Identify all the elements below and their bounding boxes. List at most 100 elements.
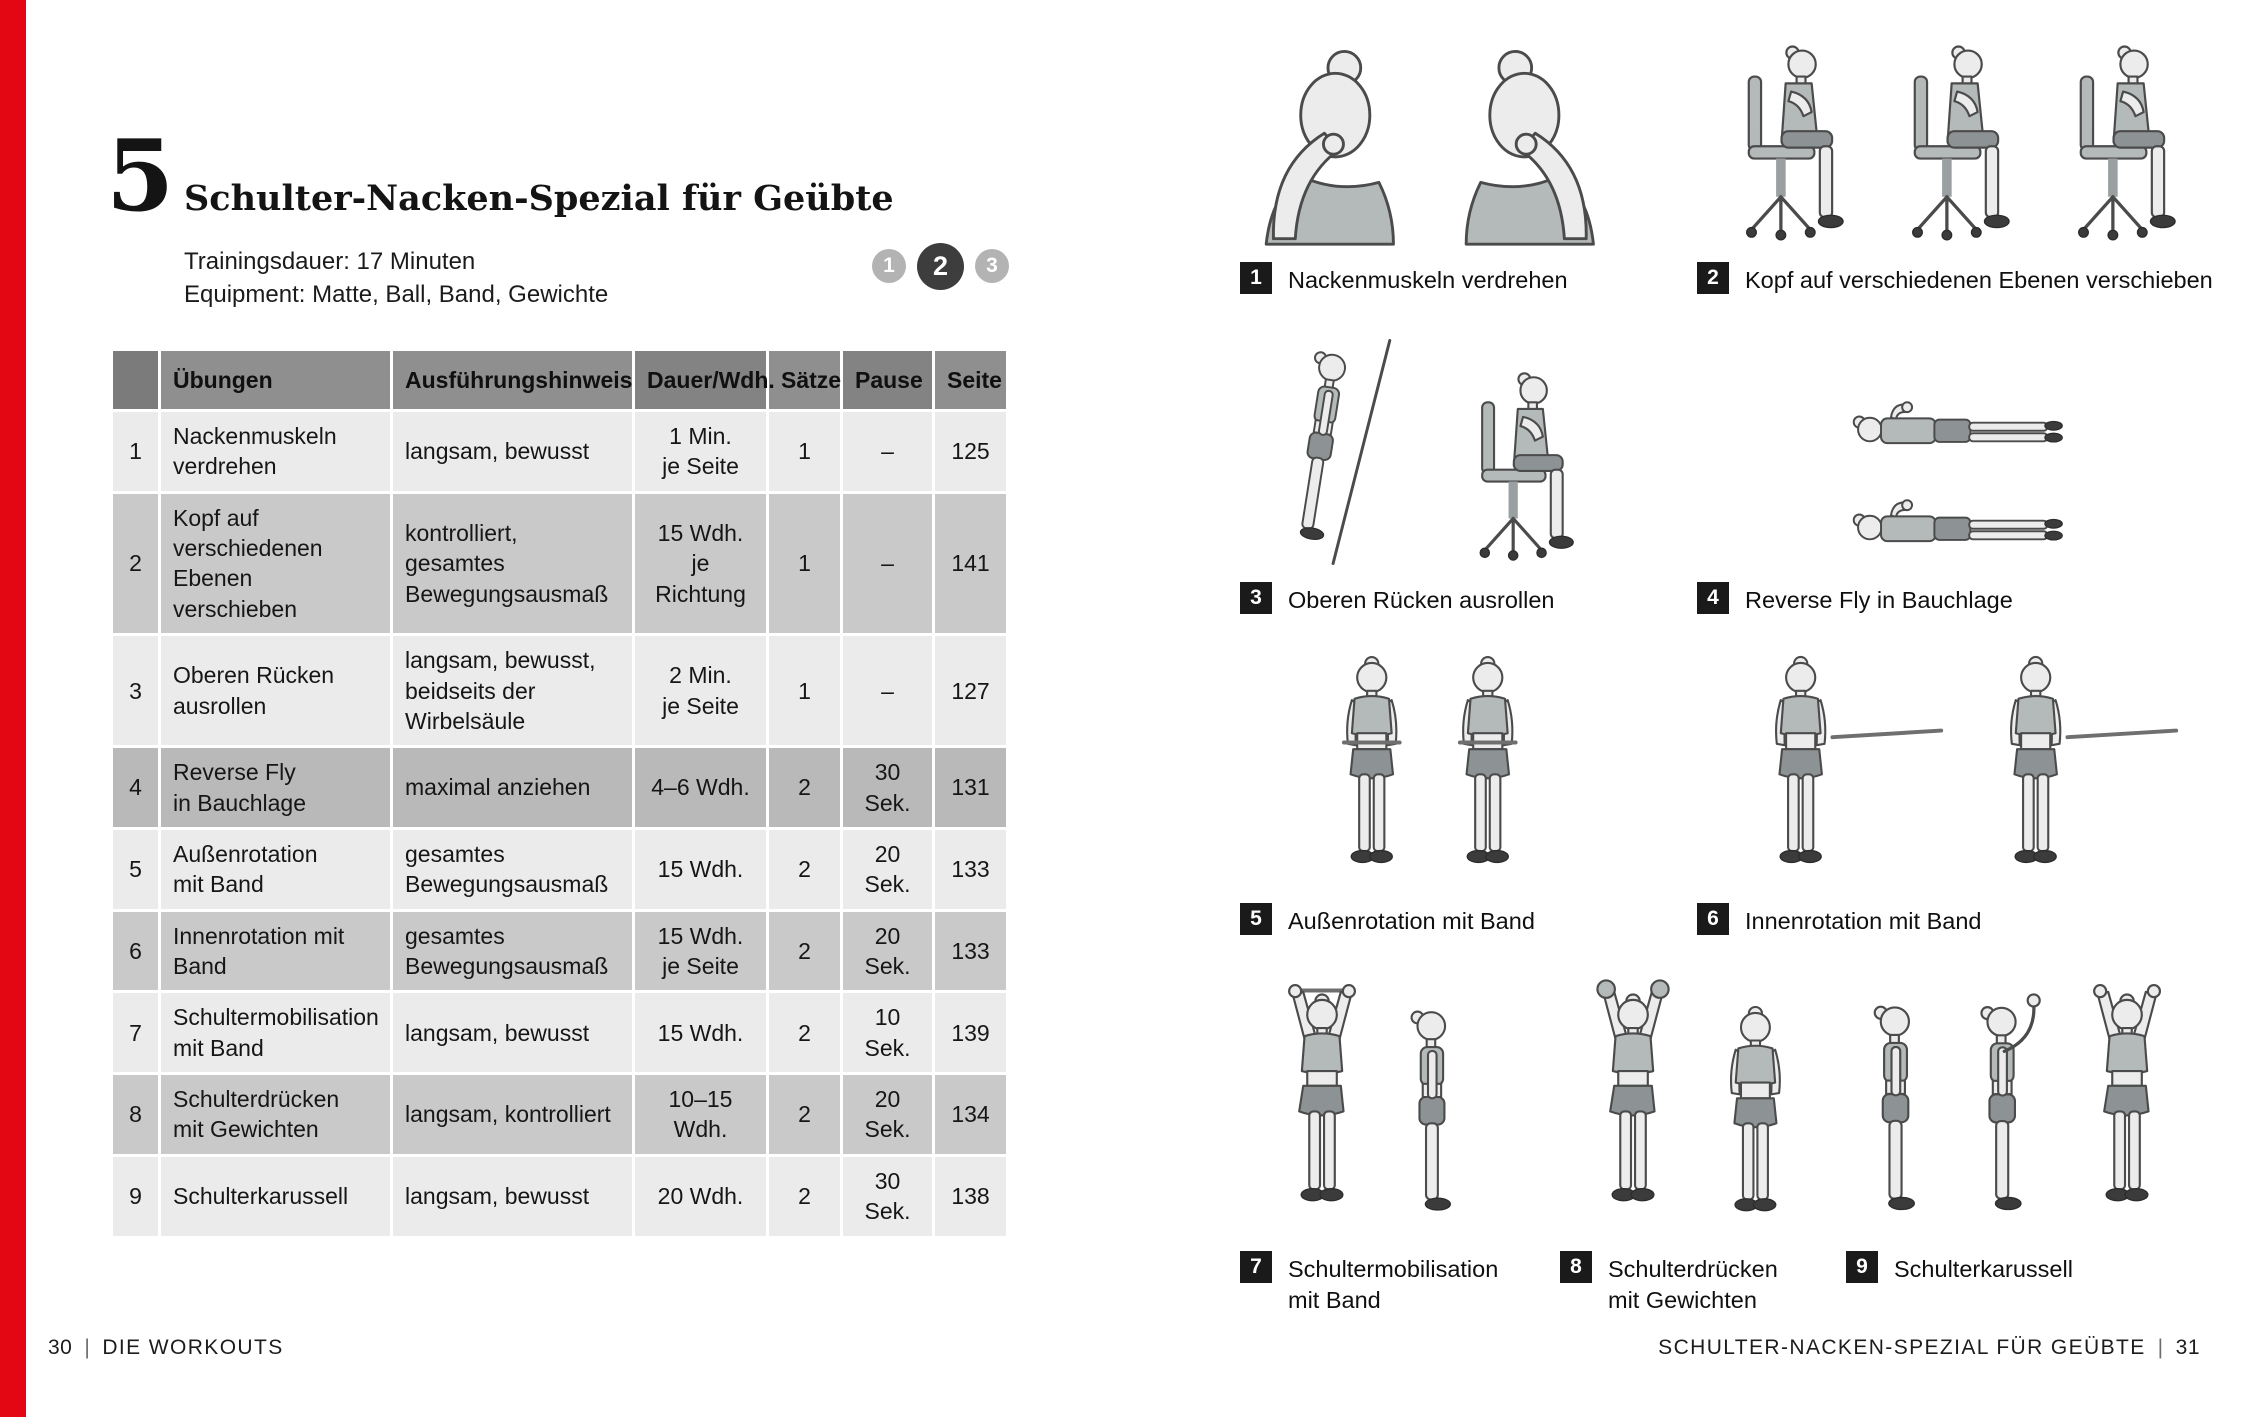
col-header-hinweis: Ausführungshinweis <box>390 348 635 412</box>
exercise-panel-7: 7 Schultermobilisation mit Band <box>1240 955 1500 1317</box>
left-page-footer: 30 | DIE WORKOUTS <box>48 1336 284 1360</box>
seated-figure-icon <box>2063 41 2193 246</box>
exercise-panel-9: 9 Schulterkarussell <box>1846 955 2196 1317</box>
footer-section-label: DIE WORKOUTS <box>102 1336 284 1359</box>
chapter-number: 5 <box>106 119 175 234</box>
exercise-number-badge: 7 <box>1240 1251 1272 1283</box>
exercise-number-badge: 5 <box>1240 903 1272 935</box>
cell-nr: 8 <box>110 1072 161 1157</box>
cell-pause: – <box>840 490 935 637</box>
table-body: 1 Nackenmuskeln verdrehen langsam, bewus… <box>110 409 1009 1239</box>
page-number: 31 <box>2175 1336 2200 1359</box>
cell-pause: 30 Sek. <box>840 1153 935 1239</box>
arms-up-band-figure-icon <box>1275 973 1369 1235</box>
cell-uebung: Innenrotation mit Band <box>158 908 393 994</box>
exercise-caption: 8 Schulterdrücken mit Gewichten <box>1560 1251 1820 1317</box>
exercise-4-illustration <box>1697 338 2227 566</box>
cell-saetze: 2 <box>766 990 843 1076</box>
cell-uebung: Kopf auf verschiedenen Ebenen verschiebe… <box>158 490 393 637</box>
cell-nr: 3 <box>110 633 161 749</box>
exercise-2-illustration <box>1697 38 2227 246</box>
workout-table: Übungen Ausführungshinweis Dauer/Wdh. Sä… <box>110 348 1009 1239</box>
cell-hinweis: langsam, bewusst <box>390 409 635 494</box>
wall-lean-figure-icon <box>1286 338 1392 566</box>
cell-seite: 127 <box>932 633 1009 749</box>
cell-uebung: Schulterkarussell <box>158 1153 393 1239</box>
col-header-uebungen: Übungen <box>158 348 393 412</box>
seated-figure-icon <box>1465 368 1590 566</box>
standing-figure-band-pull-icon <box>1775 655 1944 864</box>
left-page: 5 Schulter-Nacken-Spezial für Geübte Tra… <box>48 119 1009 1360</box>
cell-hinweis: langsam, bewusst <box>390 990 635 1076</box>
page-edge-color-bar <box>0 0 26 1417</box>
exercise-caption: 1 Nackenmuskeln verdrehen <box>1240 262 1620 304</box>
exercise-9-illustration <box>1846 955 2196 1235</box>
exercise-number-badge: 2 <box>1697 262 1729 294</box>
exercise-caption-text: Schulterkarussell <box>1894 1256 2073 1282</box>
cell-hinweis: langsam, kontrolliert <box>390 1072 635 1157</box>
footer-section-label: SCHULTER-NACKEN-SPEZIAL FÜR GEÜBTE <box>1658 1336 2146 1359</box>
cell-hinweis: langsam, bewusst, beidseits der Wirbelsä… <box>390 633 635 749</box>
cell-nr: 1 <box>110 409 161 494</box>
exercise-5-illustration <box>1240 645 1620 887</box>
workout-meta: Trainingsdauer: 17 Minuten Equipment: Ma… <box>184 245 608 311</box>
cell-saetze: 2 <box>766 1072 843 1157</box>
table-header-row: Übungen Ausführungshinweis Dauer/Wdh. Sä… <box>110 348 1009 412</box>
table-row: 8 Schulterdrücken mit Gewichten langsam,… <box>110 1072 1009 1157</box>
exercise-caption-text: Oberen Rücken ausrollen <box>1288 587 1555 613</box>
cell-seite: 141 <box>932 490 1009 637</box>
cell-saetze: 2 <box>766 745 843 830</box>
table-row: 9 Schulterkarussell langsam, bewusst 20 … <box>110 1153 1009 1239</box>
level-2-badge-active: 2 <box>917 242 964 290</box>
equipment-list: Equipment: Matte, Ball, Band, Gewichte <box>184 281 609 308</box>
cell-seite: 125 <box>932 409 1009 494</box>
exercise-7-illustration <box>1240 955 1500 1235</box>
cell-seite: 131 <box>932 745 1009 830</box>
table-row: 5 Außenrotation mit Band gesamtes Bewegu… <box>110 826 1009 912</box>
page-number: 30 <box>48 1336 73 1359</box>
cell-hinweis: gesamtes Bewegungsausmaß <box>390 826 635 912</box>
cell-pause: – <box>840 409 935 494</box>
cell-saetze: 2 <box>766 826 843 912</box>
cell-hinweis: langsam, bewusst <box>390 1153 635 1239</box>
cell-saetze: 1 <box>766 633 843 749</box>
cell-dauer: 15 Wdh. <box>632 990 769 1076</box>
footer-separator: | <box>84 1336 91 1359</box>
exercise-caption: 5 Außenrotation mit Band <box>1240 903 1620 945</box>
footer-separator: | <box>2157 1336 2164 1359</box>
cell-uebung: Nackenmuskeln verdrehen <box>158 409 393 494</box>
cell-saetze: 2 <box>766 908 843 994</box>
exercise-caption-text: Schultermobilisation mit Band <box>1288 1256 1499 1314</box>
exercise-caption-text: Reverse Fly in Bauchlage <box>1745 587 2013 613</box>
cell-dauer: 4–6 Wdh. <box>632 745 769 830</box>
cell-dauer: 15 Wdh. je Seite <box>632 908 769 994</box>
cell-saetze: 2 <box>766 1153 843 1239</box>
exercise-caption: 3 Oberen Rücken ausrollen <box>1240 582 1620 624</box>
standing-figure-icon <box>1716 1005 1795 1235</box>
cell-pause: – <box>840 633 935 749</box>
exercise-panel-3: 3 Oberen Rücken ausrollen <box>1240 338 1620 624</box>
standing-figure-band-pull-icon <box>2009 655 2179 864</box>
col-header-saetze: Sätze <box>766 348 843 412</box>
seated-figure-icon <box>1731 41 1861 246</box>
cell-uebung: Oberen Rücken ausrollen <box>158 633 393 749</box>
exercise-panel-2: 2 Kopf auf verschiedenen Ebenen verschie… <box>1697 38 2227 304</box>
exercise-caption-text: Innenrotation mit Band <box>1745 908 1982 934</box>
exercise-caption: 6 Innenrotation mit Band <box>1697 903 2227 945</box>
level-3-badge: 3 <box>975 249 1009 283</box>
page-title: Schulter-Nacken-Spezial für Geübte <box>184 178 894 219</box>
standing-side-figure-icon <box>1405 1005 1464 1235</box>
level-indicator: 1 2 3 <box>872 238 1009 294</box>
cell-saetze: 1 <box>766 490 843 637</box>
right-page: 1 Nackenmuskeln verdrehen 2 Kopf auf ver… <box>1122 0 2244 1417</box>
cell-hinweis: gesamtes Bewegungsausmaß <box>390 908 635 994</box>
seated-figure-icon <box>1897 41 2027 246</box>
exercise-caption-text: Schulterdrücken mit Gewichten <box>1608 1256 1778 1314</box>
cell-nr: 6 <box>110 908 161 994</box>
exercise-8-illustration <box>1560 955 1820 1235</box>
cell-pause: 20 Sek. <box>840 826 935 912</box>
col-header-pause: Pause <box>840 348 935 412</box>
exercise-number-badge: 9 <box>1846 1251 1878 1283</box>
exercise-caption-text: Außenrotation mit Band <box>1288 908 1535 934</box>
